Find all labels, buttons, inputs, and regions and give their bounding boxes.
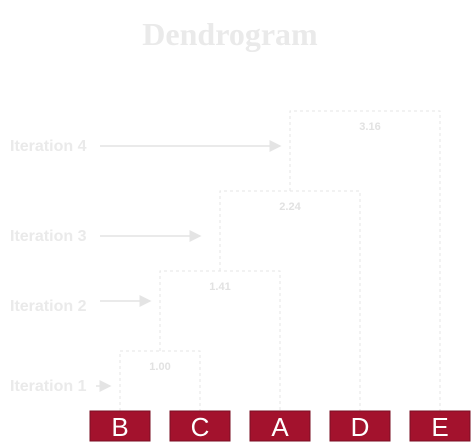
iteration-label-2: Iteration 2 bbox=[10, 298, 87, 315]
iteration-label-1: Iteration 1 bbox=[10, 378, 87, 395]
leaf-node-b: B bbox=[89, 410, 151, 442]
diagram-title: Dendrogram bbox=[142, 16, 318, 52]
leaf-label-d: D bbox=[351, 412, 370, 442]
distance-label-1: 1.00 bbox=[149, 361, 170, 373]
leaf-node-e: E bbox=[409, 410, 471, 442]
leaf-label-c: C bbox=[191, 412, 210, 442]
leaf-label-b: B bbox=[111, 412, 128, 442]
link-iteration-4 bbox=[289, 110, 441, 411]
link-iteration-1 bbox=[119, 350, 201, 411]
iteration-label-3: Iteration 3 bbox=[10, 228, 87, 245]
link-iteration-3 bbox=[219, 190, 361, 411]
leaf-node-d: D bbox=[329, 410, 391, 442]
distance-label-3: 2.24 bbox=[279, 201, 301, 213]
leaf-node-a: A bbox=[249, 410, 311, 442]
leaf-label-a: A bbox=[271, 412, 289, 442]
leaf-node-c: C bbox=[169, 410, 231, 442]
distance-label-4: 3.16 bbox=[359, 121, 380, 133]
leaf-label-e: E bbox=[431, 412, 448, 442]
iteration-label-4: Iteration 4 bbox=[10, 138, 87, 155]
distance-label-2: 1.41 bbox=[209, 281, 230, 293]
